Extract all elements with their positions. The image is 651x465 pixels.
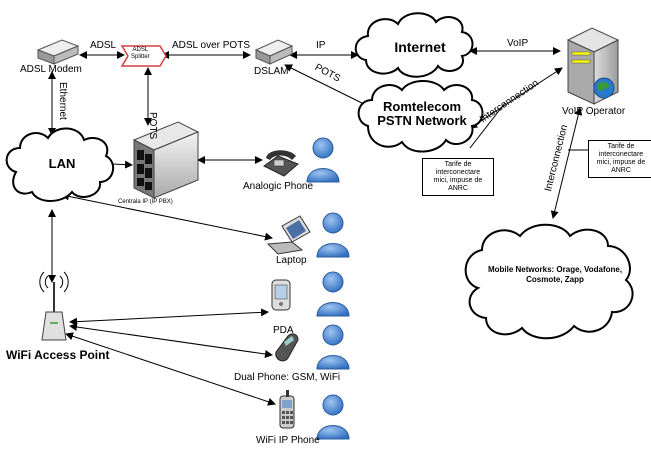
- note-pointer-pstn: [469, 102, 506, 149]
- edge-lan-laptop: [61, 192, 273, 241]
- label-adsl-splitter: ADSL Splitter: [131, 47, 150, 60]
- user-icon: [306, 137, 340, 183]
- label-mobile-networks: Mobile Networks: Orage, Vodafone, Cosmot…: [487, 265, 623, 284]
- note-mobile-rates: Tarife de interconectare mici, impuse de…: [588, 140, 651, 178]
- edge-label-pots-pbx: POTS: [147, 112, 158, 140]
- user-icon: [316, 324, 350, 370]
- label-wifi-access-point: WiFi Access Point: [6, 348, 110, 362]
- edge-label-ethernet: Ethernet: [57, 82, 68, 120]
- dslam-icon: [254, 39, 294, 65]
- ip-pbx-icon: [132, 121, 200, 199]
- label-pstn: Romtelecom PSTN Network: [377, 99, 467, 128]
- edge-label-voip: VoIP: [507, 38, 529, 49]
- cloud-mobile: [464, 223, 634, 340]
- pda-icon: [271, 279, 291, 311]
- label-analog-phone: Analogic Phone: [243, 181, 314, 192]
- edge-interconnection-mobile: [550, 107, 583, 219]
- label-internet: Internet: [394, 39, 446, 55]
- edge-ap-pda: [69, 308, 269, 326]
- label-pda: PDA: [273, 325, 294, 336]
- voip-server-icon: [566, 27, 620, 105]
- edge-ap-wifi-phone: [65, 332, 276, 406]
- label-adsl-modem: ADSL Modem: [20, 64, 82, 75]
- label-dslam: DSLAM: [254, 66, 289, 77]
- edge-label-adsl-over-pots: ADSL over POTS: [172, 40, 250, 51]
- wifi-access-point-icon: [39, 271, 69, 341]
- adsl-modem-icon: [36, 39, 80, 65]
- cloud-pstn: [357, 80, 484, 153]
- label-wifi-ip-phone: WiFi IP Phone: [256, 435, 320, 446]
- user-avatars: [306, 137, 350, 440]
- edge-pots-dslam: [284, 64, 373, 109]
- cloud-lan: [5, 127, 115, 202]
- laptop-icon: [266, 215, 311, 255]
- edge-interconnection-pstn: [469, 67, 563, 129]
- analog-phone-icon: [263, 150, 299, 177]
- label-lan: LAN: [48, 156, 76, 171]
- user-icon: [316, 394, 350, 440]
- note-pstn-rates: Tarife de interconectare mici, impuse de…: [422, 158, 494, 196]
- label-dual-phone: Dual Phone: GSM, WiFi: [234, 372, 341, 383]
- connections: [48, 47, 592, 406]
- cloud-internet: [354, 12, 474, 78]
- label-laptop: Laptop: [276, 255, 307, 266]
- dual-phone-icon: [275, 333, 299, 362]
- adsl-splitter-icon: [120, 45, 167, 67]
- label-pbx: Centrala IP (IP PBX): [118, 199, 173, 205]
- user-icon: [316, 271, 350, 317]
- label-voip-operator: VoIP Operator: [562, 106, 626, 117]
- edge-label-adsl: ADSL: [90, 40, 117, 51]
- wifi-ip-phone-icon: [279, 390, 295, 429]
- edge-label-ip: IP: [316, 40, 326, 51]
- user-icon: [316, 212, 350, 258]
